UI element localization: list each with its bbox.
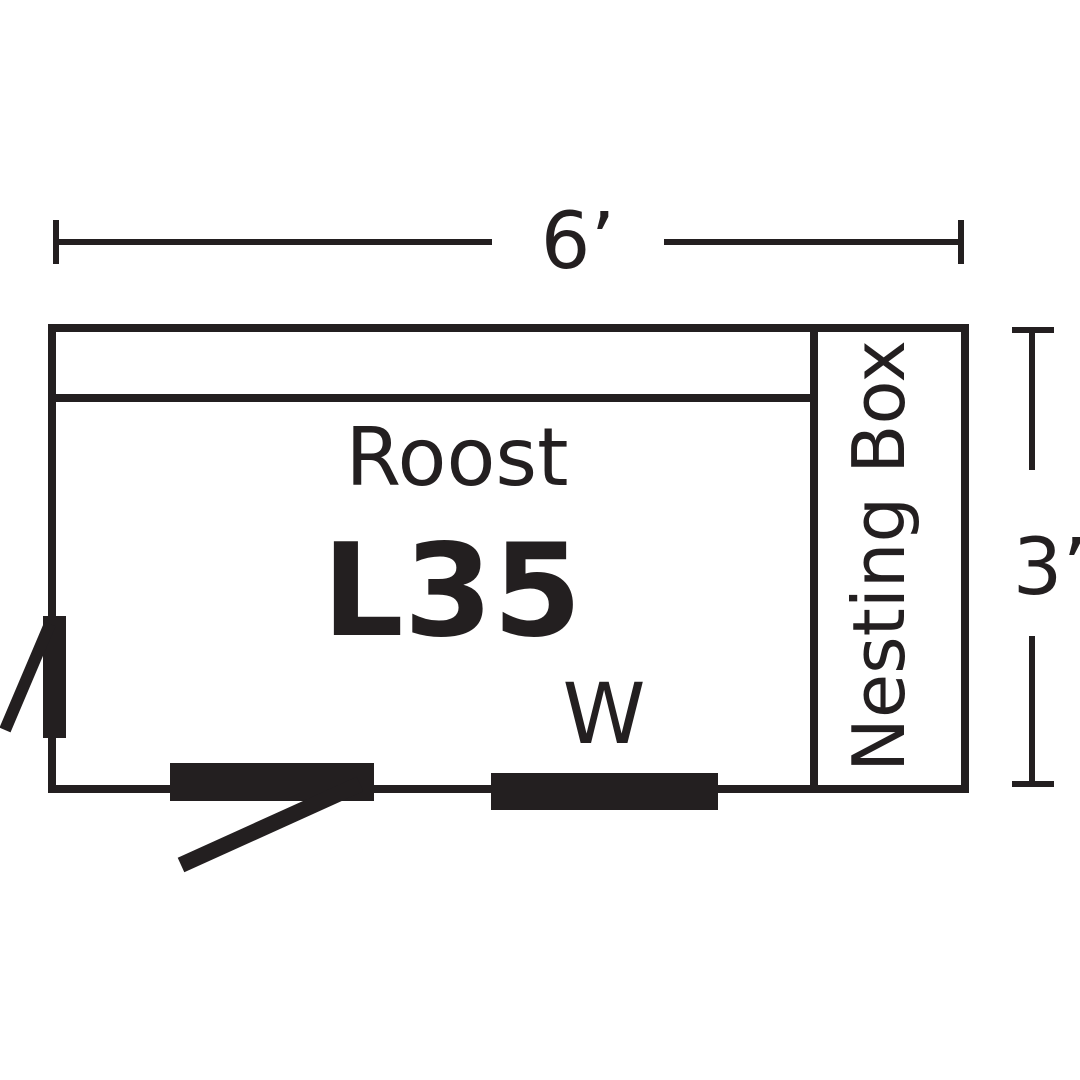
width-label: 6’: [541, 197, 615, 287]
roost-label: Roost: [346, 411, 569, 504]
nesting-box-label: Nesting Box: [837, 340, 921, 772]
side-door-frame: [43, 616, 66, 738]
model-label: L35: [322, 517, 582, 666]
depth-dimension: [1012, 327, 1054, 787]
width-dimension: [53, 220, 964, 264]
front-door-swing: [177, 776, 364, 873]
side-door-swing: [0, 621, 56, 733]
window-frame: [491, 773, 718, 810]
window-label: W: [562, 665, 645, 763]
depth-label: 3’: [1013, 523, 1080, 613]
